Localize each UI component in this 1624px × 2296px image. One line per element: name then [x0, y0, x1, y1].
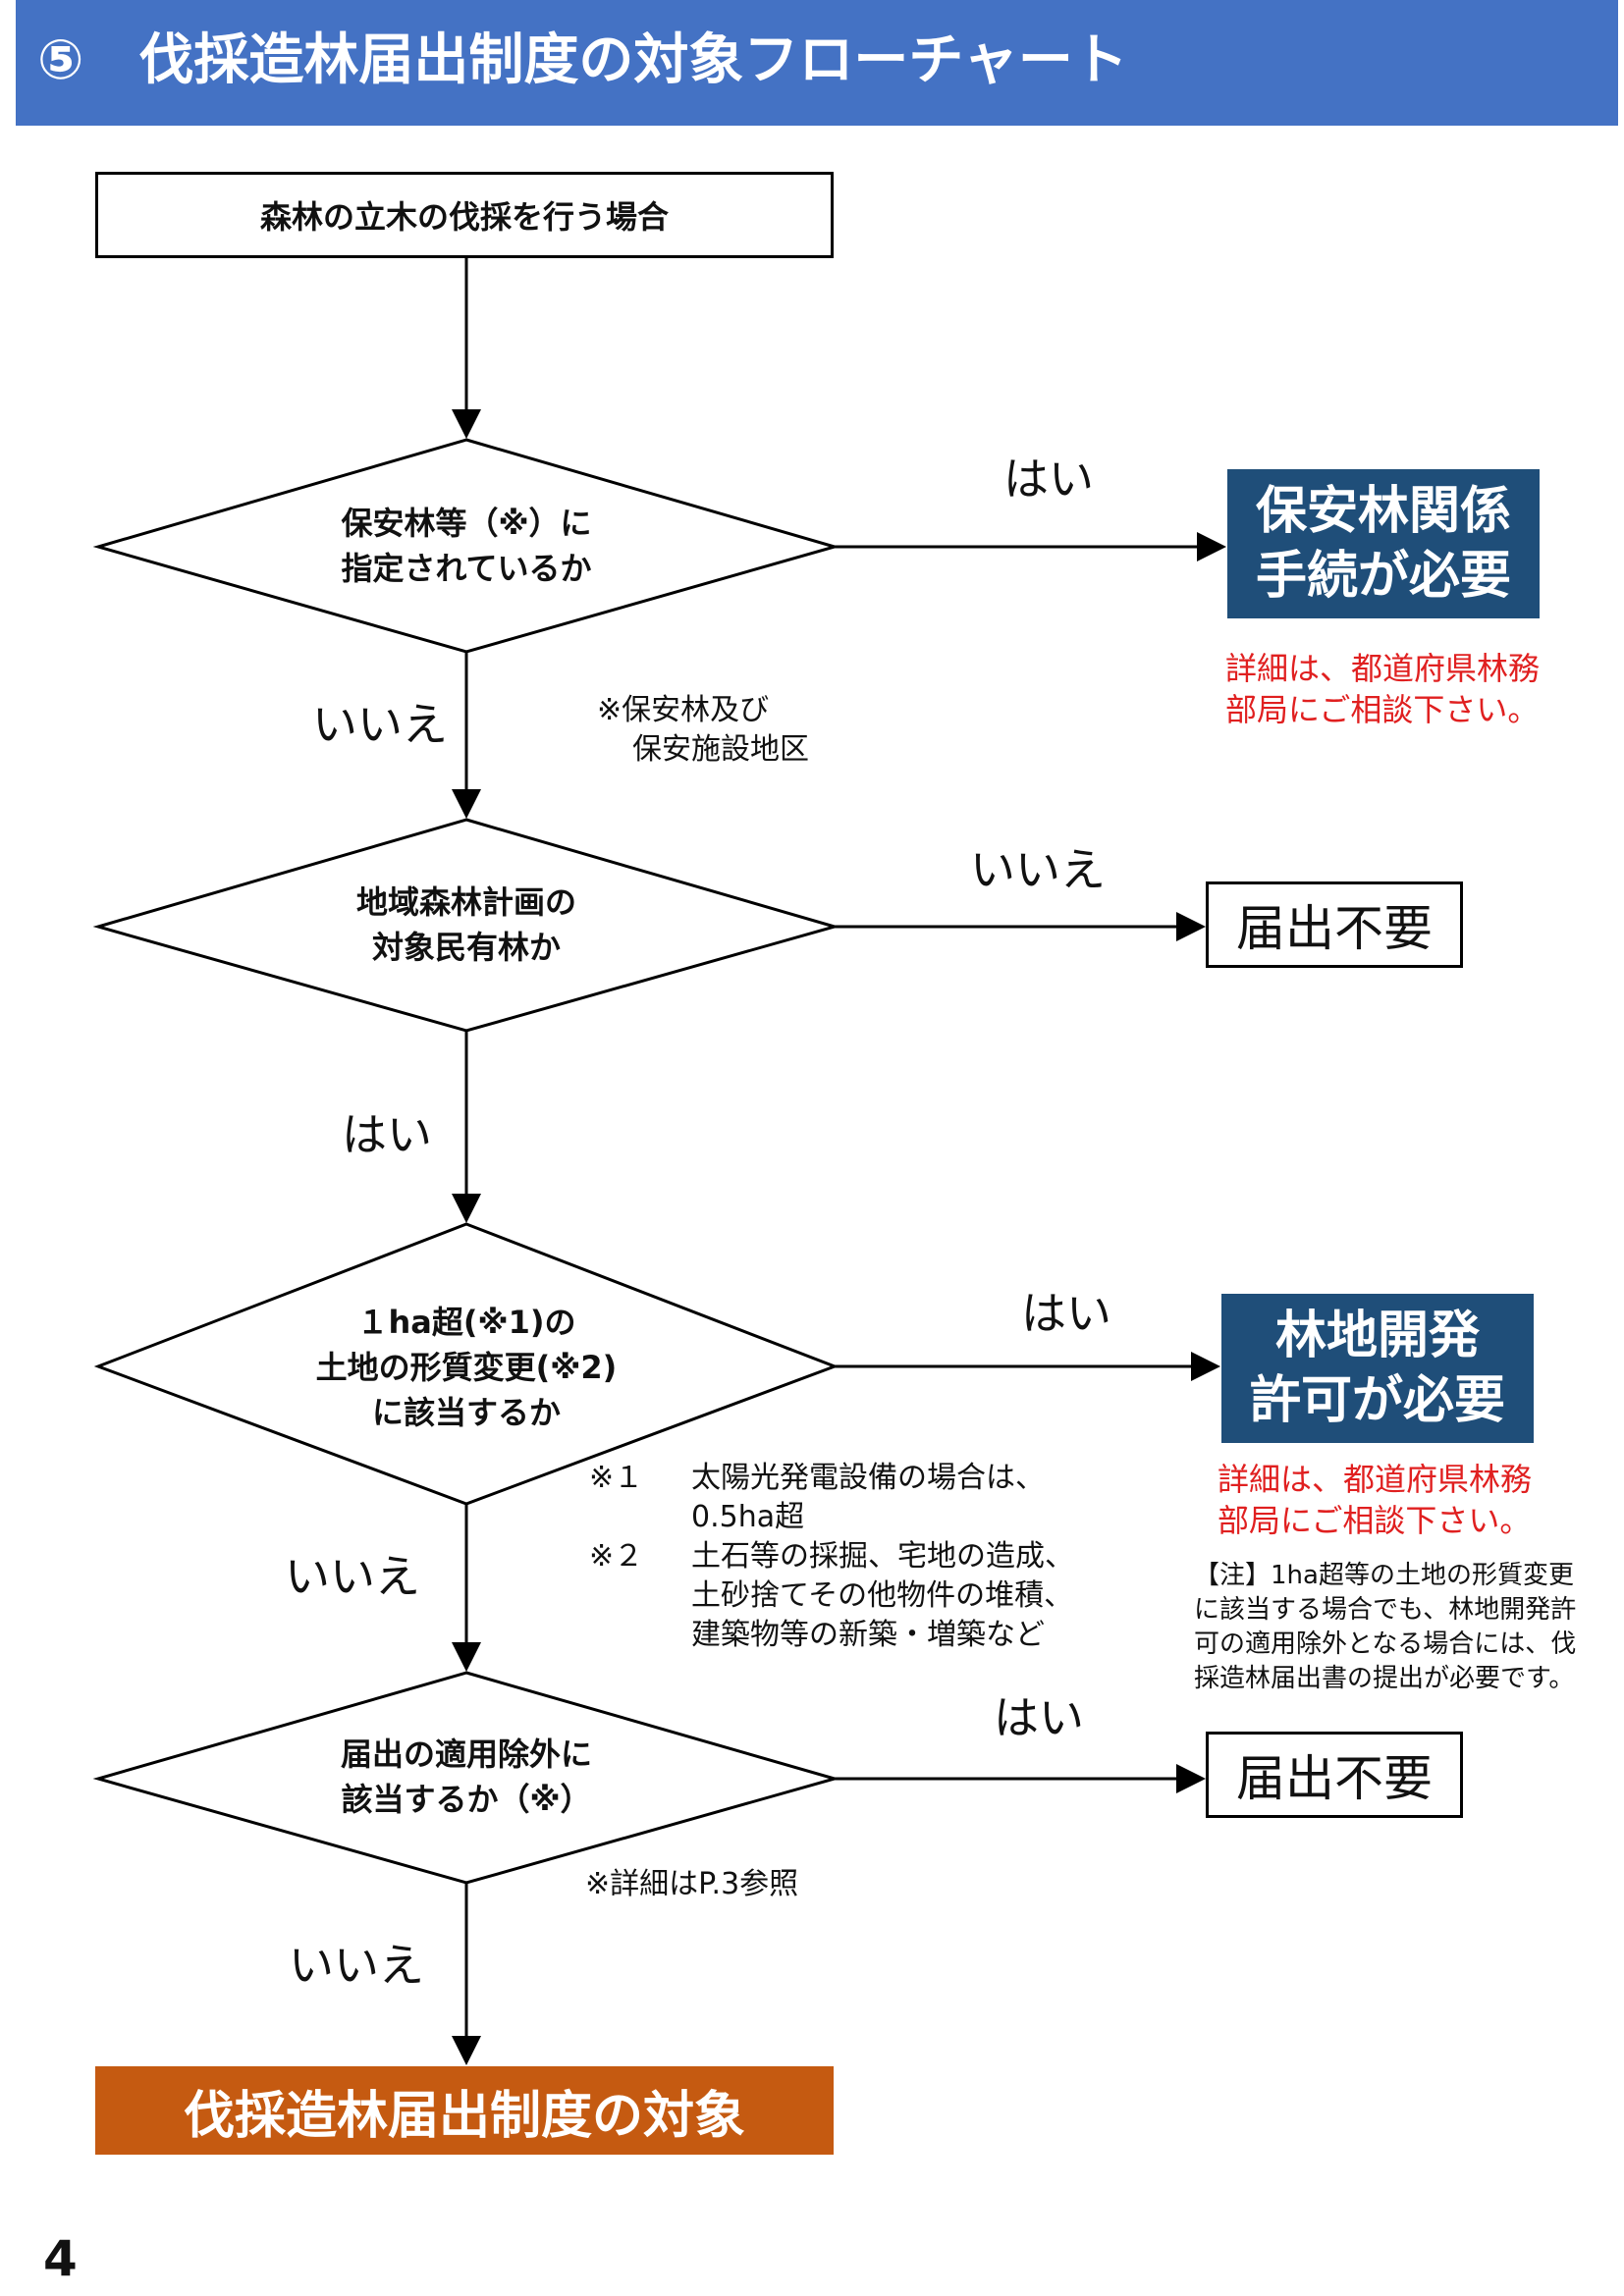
note-p3-reference: ※詳細はP.3参照: [585, 1867, 799, 1901]
note-reserve: ※保安林及び 保安施設地区: [597, 691, 809, 770]
decision-4-text: 届出の適用除外に 該当するか（※）: [270, 1732, 663, 1822]
caution-line1: 【注】1ha超等の土地の形質変更: [1194, 1561, 1574, 1590]
decision-1-text: 保安林等（※）に 指定されているか: [270, 501, 663, 591]
note-1-line1: 太陽光発電設備の場合は、: [691, 1461, 1045, 1495]
page-title: ⑤ 伐採造林届出制度の対象フローチャート: [37, 28, 1128, 92]
decision-3-line2: 土地の形質変更(※2): [315, 1349, 618, 1386]
note-2-mark: ※２: [589, 1539, 644, 1574]
label-no-2: いいえ: [970, 843, 1106, 896]
decision-4-line1: 届出の適用除外に: [340, 1735, 592, 1773]
caution-line4: 採造林届出書の提出が必要です。: [1194, 1664, 1575, 1693]
result-development-permit: 林地開発 許可が必要: [1221, 1294, 1534, 1443]
decision-3-line3: に該当するか: [371, 1394, 561, 1431]
label-no-3: いいえ: [285, 1550, 420, 1603]
consult-note-2: 詳細は、都道府県林務 部局にご相談下さい。: [1218, 1459, 1532, 1541]
consult-note-1-line2: 部局にご相談下さい。: [1225, 691, 1540, 728]
label-yes-2: はい: [342, 1108, 432, 1161]
result-forest-reserve-line2: 手続が必要: [1255, 547, 1511, 606]
consult-note-1-line1: 詳細は、都道府県林務: [1225, 650, 1541, 687]
note-2-line2: 土砂捨てその他物件の堆積、: [691, 1578, 1074, 1613]
note-2-line1: 土石等の採掘、宅地の造成、: [691, 1539, 1074, 1574]
result-dev-permit-line2: 許可が必要: [1249, 1371, 1505, 1430]
decision-1-line2: 指定されているか: [341, 550, 592, 587]
label-no-4: いいえ: [289, 1939, 424, 1992]
note-1-mark: ※１: [589, 1461, 644, 1495]
label-yes-3: はい: [1021, 1287, 1111, 1340]
label-no-1: いいえ: [312, 698, 448, 751]
note-2-line3: 建築物等の新築・増築など: [691, 1618, 1045, 1652]
caution-line2: に該当する場合でも、林地開発許: [1194, 1595, 1577, 1625]
result-no-notice-1: 届出不要: [1206, 881, 1463, 968]
final-result-box: 伐採造林届出制度の対象: [95, 2066, 834, 2155]
decision-4-line2: 該当するか（※）: [341, 1781, 592, 1818]
decision-2-text: 地域森林計画の 対象民有林か: [270, 880, 663, 970]
consult-note-2-line1: 詳細は、都道府県林務: [1218, 1461, 1533, 1498]
note-1-text: 太陽光発電設備の場合は、 0.5ha超: [691, 1459, 1045, 1537]
result-forest-reserve-line1: 保安林関係: [1255, 482, 1511, 541]
note-1-line2: 0.5ha超: [691, 1500, 805, 1534]
note-reserve-line2: 保安施設地区: [632, 732, 809, 767]
decision-2-line2: 対象民有林か: [371, 929, 561, 966]
label-yes-1: はい: [1003, 453, 1094, 506]
page-header: ⑤ 伐採造林届出制度の対象フローチャート: [16, 0, 1618, 126]
page-number: 4: [43, 2230, 78, 2287]
decision-1-line1: 保安林等（※）に: [341, 505, 592, 542]
note-reserve-line1: ※保安林及び: [597, 693, 770, 727]
start-box: 森林の立木の伐採を行う場合: [95, 172, 834, 258]
decision-2-line1: 地域森林計画の: [355, 883, 576, 921]
caution-note: 【注】1ha超等の土地の形質変更 に該当する場合でも、林地開発許 可の適用除外と…: [1194, 1559, 1576, 1696]
consult-note-2-line2: 部局にご相談下さい。: [1218, 1502, 1532, 1539]
consult-note-1: 詳細は、都道府県林務 部局にご相談下さい。: [1225, 648, 1540, 730]
decision-3-line1: １ha超(※1)の: [356, 1304, 576, 1341]
result-no-notice-2: 届出不要: [1206, 1732, 1463, 1818]
result-forest-reserve-procedure: 保安林関係 手続が必要: [1227, 469, 1540, 618]
note-2-text: 土石等の採掘、宅地の造成、 土砂捨てその他物件の堆積、 建築物等の新築・増築など: [691, 1537, 1074, 1655]
result-dev-permit-line1: 林地開発: [1274, 1307, 1480, 1365]
decision-3-text: １ha超(※1)の 土地の形質変更(※2) に該当するか: [250, 1300, 682, 1435]
label-yes-4: はい: [994, 1691, 1084, 1744]
caution-line3: 可の適用除外となる場合には、伐: [1194, 1629, 1577, 1659]
